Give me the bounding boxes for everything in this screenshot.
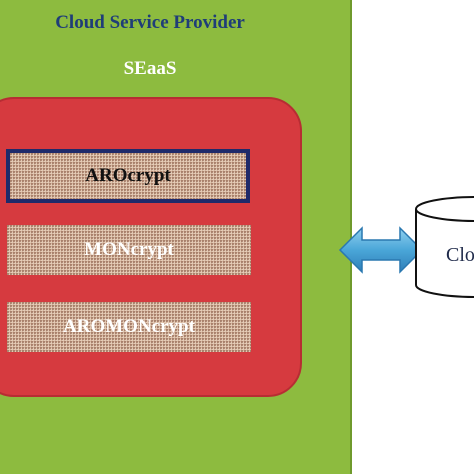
module-moncrypt: MONcrypt: [7, 225, 251, 275]
service-label: SEaaS: [123, 58, 177, 79]
cloud-service-provider-panel: Cloud Service Provider SEaaS AROcrypt MO…: [0, 0, 352, 474]
module-aromoncrypt: AROMONcrypt: [7, 302, 251, 352]
module-arocrypt: AROcrypt: [6, 149, 250, 203]
storage-label: Clo: [446, 244, 474, 266]
cloud-storage-cylinder-icon: [415, 196, 474, 298]
bidirectional-arrow-icon: [338, 226, 424, 274]
provider-title: Cloud Service Provider: [55, 12, 245, 33]
